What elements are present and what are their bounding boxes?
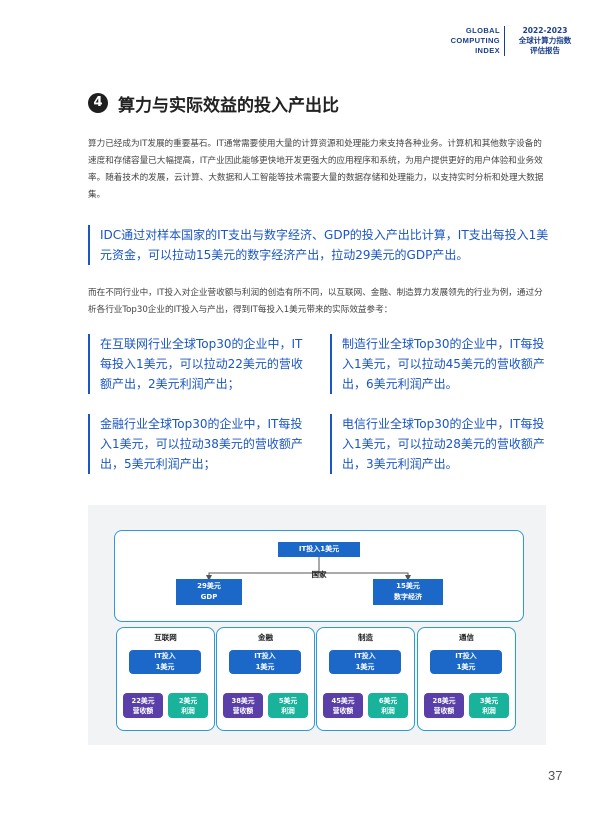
profit-value: 2美元 xyxy=(178,697,198,705)
revenue-label: 营收额 xyxy=(232,707,254,715)
it-line1: IT投入 xyxy=(455,652,477,660)
revenue-value: 22美元 xyxy=(131,697,155,705)
industry-name: 制造 xyxy=(358,633,373,642)
revenue-box: 38美元 营收额 xyxy=(223,693,263,718)
gdp-value: 29美元 xyxy=(197,582,221,590)
profit-label: 利润 xyxy=(381,707,395,715)
it-line1: IT投入 xyxy=(154,652,176,660)
gdp-box: 29美元 GDP xyxy=(176,579,242,605)
revenue-box: 45美元 营收额 xyxy=(323,693,363,718)
digital-economy-value: 15美元 xyxy=(396,582,420,590)
profit-value: 3美元 xyxy=(479,697,499,705)
global-computing-index-logo-text: GLOBAL COMPUTING INDEX xyxy=(451,26,500,56)
industry-name: 金融 xyxy=(258,633,273,642)
industry-it-box: IT投入 1美元 xyxy=(229,650,301,674)
profit-value: 5美元 xyxy=(278,697,298,705)
industry-name: 通信 xyxy=(459,633,474,642)
intro-paragraph: 算力已经成为IT发展的重要基石。IT通常需要使用大量的计算资源和处理能力来支持各… xyxy=(88,139,544,200)
industry-group-finance: 金融 IT投入 1美元 38美元 营收额 5美元 利润 xyxy=(216,627,315,731)
header-index-line: GLOBAL xyxy=(465,26,500,35)
main-quote: IDC通过对样本国家的IT支出与数字经济、GDP的投入产出比计算，IT支出每投入… xyxy=(88,225,560,265)
profit-box: 6美元 利润 xyxy=(368,693,408,718)
gdp-label: GDP xyxy=(200,593,218,601)
industry-it-box: IT投入 1美元 xyxy=(129,650,201,674)
it-line1: IT投入 xyxy=(354,652,376,660)
industry-group-internet: 互联网 IT投入 1美元 22美元 营收额 2美元 利润 xyxy=(116,627,215,731)
revenue-label: 营收额 xyxy=(332,707,354,715)
quote-telecom: 电信行业全球Top30的企业中，IT每投入1美元，可以拉动28美元的营收额产出，… xyxy=(330,414,552,474)
industry-group-telecom: 通信 IT投入 1美元 28美元 营收额 3美元 利润 xyxy=(417,627,516,731)
report-type: 评估报告 xyxy=(530,46,560,55)
industry-group-manufacturing: 制造 IT投入 1美元 45美元 营收额 6美元 利润 xyxy=(316,627,415,731)
it-line2: 1美元 xyxy=(155,663,175,671)
connector-gdp xyxy=(206,557,320,581)
profit-box: 5美元 利润 xyxy=(268,693,308,718)
profit-label: 利润 xyxy=(181,707,195,715)
report-title: 2022-2023 全球计算力指数 评估报告 xyxy=(510,26,580,56)
revenue-value: 38美元 xyxy=(231,697,255,705)
profit-label: 利润 xyxy=(281,707,295,715)
it-line2: 1美元 xyxy=(456,663,476,671)
revenue-box: 22美元 营收额 xyxy=(123,693,163,718)
revenue-label: 营收额 xyxy=(433,707,455,715)
country-label: 国家 xyxy=(311,570,327,579)
industry-name: 互联网 xyxy=(154,633,177,642)
header-index-line: COMPUTING xyxy=(450,36,500,45)
profit-value: 6美元 xyxy=(378,697,398,705)
quote-internet: 在互联网行业全球Top30的企业中，IT每投入1美元，可以拉动22美元的营收额产… xyxy=(88,334,305,394)
industry-paragraph: 而在不同行业中，IT投入对企业营收额与利润的创造有所不同，以互联网、金融、制造算… xyxy=(88,288,543,315)
it-line1: IT投入 xyxy=(254,652,276,660)
quote-finance: 金融行业全球Top30的企业中，IT每投入1美元，可以拉动38美元的营收额产出，… xyxy=(88,414,305,474)
section-title: 算力与实际效益的投入产出比 xyxy=(118,96,339,116)
industry-it-box: IT投入 1美元 xyxy=(329,650,401,674)
page-number: 37 xyxy=(548,768,563,783)
connector-digital xyxy=(319,572,411,581)
it-line2: 1美元 xyxy=(355,663,375,671)
digital-economy-label: 数字经济 xyxy=(394,593,422,601)
section-number-badge: 4 xyxy=(88,93,108,113)
profit-label: 利润 xyxy=(482,707,496,715)
digital-economy-box: 15美元 数字经济 xyxy=(373,579,443,605)
revenue-box: 28美元 营收额 xyxy=(424,693,464,718)
header-index-line: INDEX xyxy=(475,46,500,55)
profit-box: 2美元 利润 xyxy=(168,693,208,718)
industry-it-box: IT投入 1美元 xyxy=(430,650,502,674)
profit-box: 3美元 利润 xyxy=(469,693,509,718)
revenue-value: 28美元 xyxy=(432,697,456,705)
it-line2: 1美元 xyxy=(255,663,275,671)
revenue-label: 营收额 xyxy=(132,707,154,715)
header-divider xyxy=(504,26,505,56)
country-it-box: IT投入1美元 xyxy=(278,542,360,557)
report-year: 2022-2023 xyxy=(522,26,568,35)
quote-manufacturing: 制造行业全球Top30的企业中，IT每投入1美元，可以拉动45美元的营收额产出，… xyxy=(330,334,552,394)
report-name: 全球计算力指数 xyxy=(518,36,572,45)
revenue-value: 45美元 xyxy=(331,697,355,705)
